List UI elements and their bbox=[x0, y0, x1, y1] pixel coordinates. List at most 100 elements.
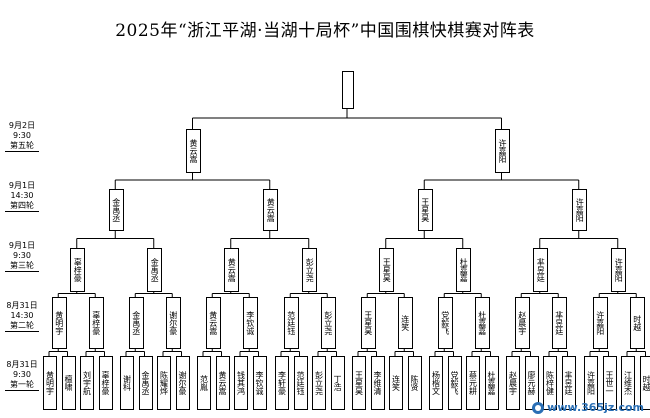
player-name: 王星昊 bbox=[363, 311, 373, 335]
player-box: 檀啸 bbox=[61, 356, 76, 410]
player-name: 黄明宇 bbox=[45, 371, 55, 395]
round-time: 9:30 bbox=[13, 251, 31, 260]
player-name: 彭立尧 bbox=[323, 311, 333, 335]
winner-box: 谢尔豪 bbox=[165, 297, 181, 349]
player-name: 黄明宇 bbox=[54, 311, 64, 335]
player-box: 范廷钰 bbox=[293, 356, 308, 410]
player-box: 辜梓豪 bbox=[98, 356, 113, 410]
round-label-4: 9月1日 14:30 第四轮 bbox=[5, 181, 39, 212]
round-name: 第二轮 bbox=[5, 321, 39, 332]
winner-box: 金禹丞 bbox=[147, 248, 163, 292]
player-box: 金禹丞 bbox=[138, 356, 153, 410]
player-name: 蔡元耕 bbox=[468, 371, 478, 395]
player-name: 芈昱廷 bbox=[564, 371, 573, 395]
player-box: 范胤 bbox=[197, 356, 211, 410]
round-date: 9月2日 bbox=[8, 121, 36, 130]
player-name: 范胤 bbox=[199, 375, 209, 391]
round-time: 14:30 bbox=[10, 191, 34, 200]
round-date: 8月31日 bbox=[6, 301, 38, 310]
round-label-1: 8月31日 9:30 第一轮 bbox=[5, 360, 39, 391]
player-name: 金禹丞 bbox=[150, 258, 160, 282]
winner-box: 辜梓豪 bbox=[70, 248, 86, 292]
player-box: 许嘉阳 bbox=[584, 356, 598, 410]
round-name: 第五轮 bbox=[5, 141, 39, 152]
winner-box: 王星昊 bbox=[360, 297, 376, 349]
round-name: 第三轮 bbox=[5, 261, 39, 272]
player-name: 金禹丞 bbox=[131, 311, 141, 335]
player-name: 杨楷文 bbox=[431, 371, 441, 395]
player-name: 陈梓健 bbox=[545, 371, 555, 395]
round-date: 8月31日 bbox=[6, 360, 38, 369]
round-label-3: 9月1日 9:30 第三轮 bbox=[5, 241, 39, 272]
player-name: 连笑 bbox=[391, 375, 401, 391]
player-box: 彭立尧 bbox=[312, 356, 326, 410]
player-name: 许嘉阳 bbox=[575, 198, 585, 222]
player-box: 王星昊 bbox=[352, 356, 366, 410]
player-name: 芈昱廷 bbox=[554, 311, 564, 335]
player-name: 李轩豪 bbox=[277, 371, 287, 395]
player-box: 赵晨宇 bbox=[506, 356, 520, 410]
player-name: 党毅飞 bbox=[450, 371, 459, 395]
round-time: 9:30 bbox=[13, 131, 31, 140]
player-box: 江维杰 bbox=[621, 356, 635, 410]
player-name: 范廷钰 bbox=[286, 311, 296, 335]
player-name: 陈贤 bbox=[410, 375, 419, 391]
player-name: 许嘉阳 bbox=[498, 139, 507, 163]
winner-box: 金禹丞 bbox=[108, 189, 124, 231]
player-box: 杨楷文 bbox=[429, 356, 443, 410]
player-box: 丁浩 bbox=[330, 356, 345, 410]
player-name: 杜嘉嘉 bbox=[487, 371, 496, 395]
player-box: 谢科 bbox=[120, 356, 134, 410]
winner-box: 黄云嵩 bbox=[186, 129, 201, 173]
player-box: 李轩豪 bbox=[275, 356, 289, 410]
player-name: 彭立尧 bbox=[305, 258, 315, 282]
player-name: 黄云嵩 bbox=[189, 139, 198, 163]
player-name: 辜梓豪 bbox=[101, 371, 110, 395]
player-name: 谢尔豪 bbox=[168, 311, 178, 335]
player-name: 党毅飞 bbox=[440, 311, 450, 335]
player-name: 时越 bbox=[632, 315, 642, 331]
player-name: 丁浩 bbox=[333, 375, 342, 391]
player-box: 黄云嵩 bbox=[215, 356, 230, 410]
player-box: 王世一 bbox=[602, 356, 617, 410]
round-name: 第一轮 bbox=[5, 380, 39, 391]
player-box: 黄明宇 bbox=[43, 356, 57, 410]
winner-box: 李钦诚 bbox=[242, 297, 258, 349]
player-name: 金禹丞 bbox=[141, 371, 150, 395]
winner-box: 芈昱廷 bbox=[533, 248, 549, 292]
player-box: 杜嘉嘉 bbox=[484, 356, 499, 410]
player-box: 党毅飞 bbox=[447, 356, 462, 410]
player-box: 连笑 bbox=[389, 356, 403, 410]
winner-box: 时越 bbox=[629, 297, 645, 349]
round-time: 14:30 bbox=[10, 311, 34, 320]
player-name: 李维清 bbox=[373, 371, 382, 395]
player-name: 谢尔豪 bbox=[178, 371, 187, 395]
player-name: 杜嘉嘉 bbox=[477, 311, 487, 335]
player-box: 蔡元耕 bbox=[466, 356, 480, 410]
winner-box: 金禹丞 bbox=[128, 297, 144, 349]
player-box: 廖元赫 bbox=[524, 356, 539, 410]
player-name: 廖元赫 bbox=[527, 371, 536, 395]
player-name: 陈耀烨 bbox=[159, 371, 169, 395]
player-name: 许嘉阳 bbox=[595, 311, 605, 335]
player-name: 辜梓豪 bbox=[73, 258, 83, 282]
player-name: 钱其鸿 bbox=[236, 371, 246, 395]
winner-box: 彭立尧 bbox=[302, 248, 318, 292]
player-name: 王星昊 bbox=[420, 198, 430, 222]
winner-box: 王星昊 bbox=[379, 248, 395, 292]
winner-box: 黄明宇 bbox=[51, 297, 67, 349]
player-name: 檀啸 bbox=[64, 375, 73, 391]
winner-box: 连笑 bbox=[397, 297, 413, 349]
player-box: 陈耀烨 bbox=[157, 356, 171, 410]
player-name: 彭立尧 bbox=[314, 371, 324, 395]
player-name: 芈昱廷 bbox=[536, 258, 546, 282]
player-name: 刘宇航 bbox=[82, 371, 92, 395]
player-name: 江维杰 bbox=[623, 371, 633, 395]
player-name: 时越 bbox=[642, 375, 650, 391]
player-name: 李钦诚 bbox=[255, 371, 264, 395]
player-name: 黄云嵩 bbox=[266, 198, 276, 222]
round-label-5: 9月2日 9:30 第五轮 bbox=[5, 121, 39, 152]
player-name: 黄云嵩 bbox=[227, 258, 237, 282]
winner-box: 许嘉阳 bbox=[495, 129, 510, 173]
watermark-text: www.365jz.com bbox=[547, 401, 644, 414]
